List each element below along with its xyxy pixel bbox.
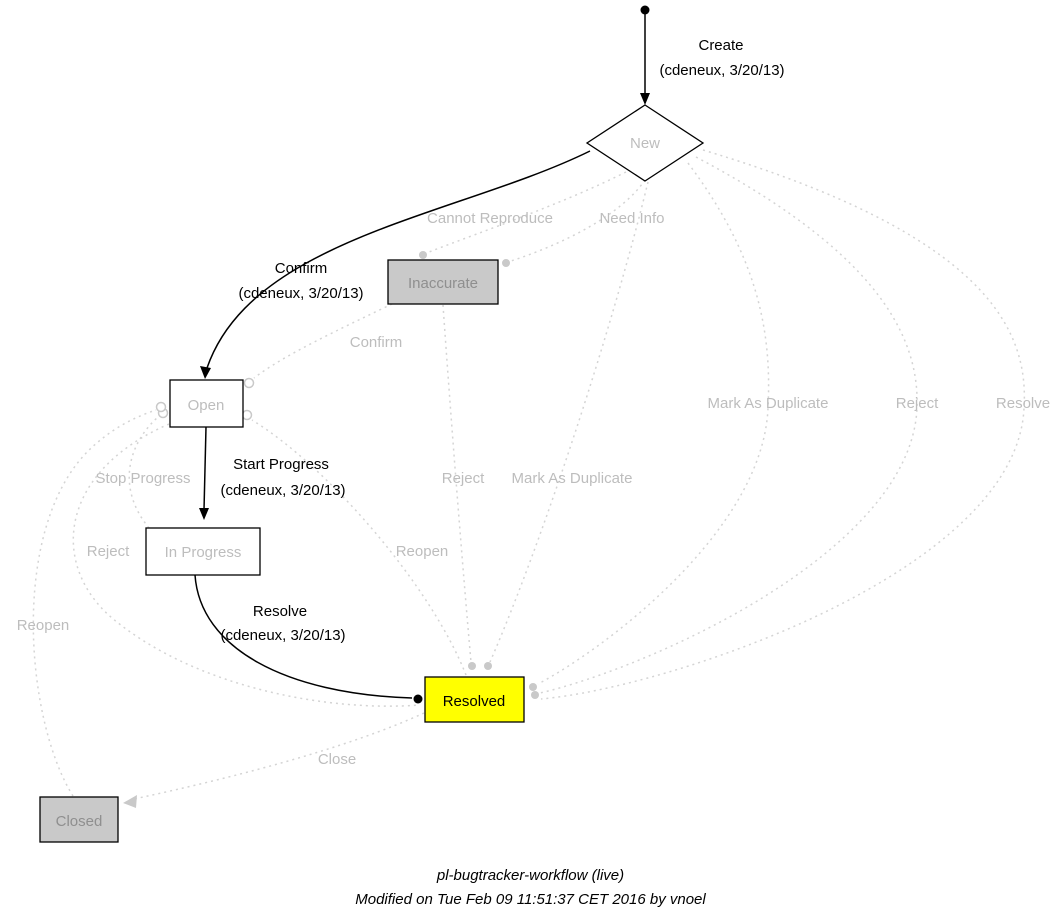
- node-new: New: [585, 104, 705, 182]
- edge-mark-as-duplicate-right-path: [537, 162, 770, 685]
- edge-label-create: Create: [698, 37, 743, 54]
- node-resolved-label: Resolved: [443, 693, 506, 710]
- edge-cannot-reproduce: Cannot Reproduce: [419, 171, 627, 259]
- edge-endpoint-circle: [241, 409, 253, 421]
- edge-label-confirm-inaccurate: Confirm: [350, 334, 403, 351]
- edge-endpoint-dot: [484, 662, 492, 670]
- edge-endpoint-dot: [529, 683, 537, 691]
- edge-mark-as-duplicate-right: Mark As Duplicate: [529, 162, 829, 691]
- edge-label-close: Close: [318, 751, 356, 768]
- edge-label-resolve-main: Resolve: [253, 603, 307, 620]
- edge-start-progress-arrowhead: [199, 508, 209, 520]
- diagram-caption: pl-bugtracker-workflow (live) Modified o…: [0, 864, 1061, 912]
- edge-reopen-mid-path: [251, 419, 467, 676]
- edge-label-reopen-left: Reopen: [17, 617, 70, 634]
- node-resolved-box: [424, 676, 525, 723]
- edge-reject-right-path: [539, 156, 918, 694]
- edge-resolve-right: Resolve: [540, 149, 1050, 700]
- workflow-canvas: Cannot Reproduce Need Info Confirm Mark …: [17, 5, 1050, 843]
- workflow-modified-line: Modified on Tue Feb 09 11:51:37 CET 2016…: [355, 891, 706, 908]
- edge-label-start-progress-by: (cdeneux, 3/20/13): [220, 482, 345, 499]
- node-new-label: New: [630, 135, 660, 152]
- node-closed-box: [39, 796, 119, 843]
- edge-reject-mid: Reject: [442, 304, 485, 670]
- edge-label-reject-right: Reject: [896, 395, 939, 412]
- edge-confirm-new: Confirm (cdeneux, 3/20/13): [200, 150, 591, 379]
- edge-need-info-path: [510, 179, 646, 262]
- edge-close-arrowhead: [123, 795, 137, 808]
- edge-need-info: Need Info: [502, 179, 665, 267]
- edge-mark-as-duplicate-mid: Mark As Duplicate: [484, 181, 649, 670]
- edge-create-arrowhead: [640, 93, 650, 105]
- edge-confirm-new-arrowhead: [200, 366, 211, 379]
- edge-close-path: [133, 712, 425, 800]
- edge-endpoint-dot: [531, 691, 539, 699]
- edge-label-mark-as-duplicate-right: Mark As Duplicate: [708, 395, 829, 412]
- edge-label-resolve-right: Resolve: [996, 395, 1050, 412]
- edge-endpoint-circle: [155, 401, 167, 413]
- edge-endpoint-dot: [502, 259, 510, 267]
- edge-label-stop-progress: Stop Progress: [95, 470, 190, 487]
- edge-mark-as-duplicate-mid-path: [489, 181, 649, 663]
- edge-confirm-inaccurate: Confirm: [243, 303, 403, 389]
- edge-resolve-main-endpoint-dot: [413, 694, 423, 704]
- edge-label-reject-left: Reject: [87, 543, 130, 560]
- node-inaccurate-label: Inaccurate: [408, 275, 478, 292]
- edge-label-need-info: Need Info: [599, 210, 664, 227]
- edge-label-reject-mid: Reject: [442, 470, 485, 487]
- node-open: Open: [169, 379, 244, 428]
- edge-reopen-left: Reopen: [17, 401, 167, 797]
- edge-confirm-new-path: [206, 150, 591, 369]
- edge-resolve-main: Resolve (cdeneux, 3/20/13): [194, 574, 423, 704]
- node-in-progress: In Progress: [145, 527, 261, 576]
- edge-create: Create (cdeneux, 3/20/13): [640, 5, 785, 105]
- edge-reopen-mid: Reopen: [241, 409, 467, 676]
- node-inaccurate: Inaccurate: [387, 259, 499, 305]
- edge-label-confirm-new: Confirm: [275, 260, 328, 277]
- edge-label-cannot-reproduce: Cannot Reproduce: [427, 210, 553, 227]
- node-in-progress-label: In Progress: [165, 544, 242, 561]
- edge-label-resolve-main-by: (cdeneux, 3/20/13): [220, 627, 345, 644]
- edge-label-confirm-new-by: (cdeneux, 3/20/13): [238, 285, 363, 302]
- edge-resolve-main-path: [194, 574, 413, 699]
- edge-label-reopen-mid: Reopen: [396, 543, 449, 560]
- edge-reject-right: Reject: [531, 156, 939, 699]
- edge-endpoint-dot: [468, 662, 476, 670]
- edge-label-create-by: (cdeneux, 3/20/13): [659, 62, 784, 79]
- edge-start-progress: Start Progress (cdeneux, 3/20/13): [199, 426, 346, 520]
- edge-close: Close: [123, 712, 425, 808]
- node-resolved: Resolved: [424, 676, 525, 723]
- edge-reject-left-path: [72, 423, 420, 707]
- edge-start-progress-path: [203, 426, 207, 511]
- workflow-title: pl-bugtracker-workflow (live): [436, 867, 625, 884]
- edge-label-mark-as-duplicate-mid: Mark As Duplicate: [512, 470, 633, 487]
- node-inaccurate-box: [387, 259, 499, 305]
- node-new-diamond: [585, 104, 705, 182]
- node-open-label: Open: [188, 397, 225, 414]
- node-closed-label: Closed: [56, 813, 103, 830]
- edge-resolve-right-path: [540, 149, 1026, 700]
- initial-state-dot: [640, 5, 650, 15]
- edge-label-start-progress: Start Progress: [233, 456, 329, 473]
- node-closed: Closed: [39, 796, 119, 843]
- edge-reject-left: Reject: [72, 423, 420, 707]
- node-in-progress-box: [145, 527, 261, 576]
- edge-endpoint-dot: [419, 251, 427, 259]
- edge-reopen-left-path: [32, 409, 157, 797]
- edge-endpoint-circle: [243, 377, 255, 389]
- node-open-box: [169, 379, 244, 428]
